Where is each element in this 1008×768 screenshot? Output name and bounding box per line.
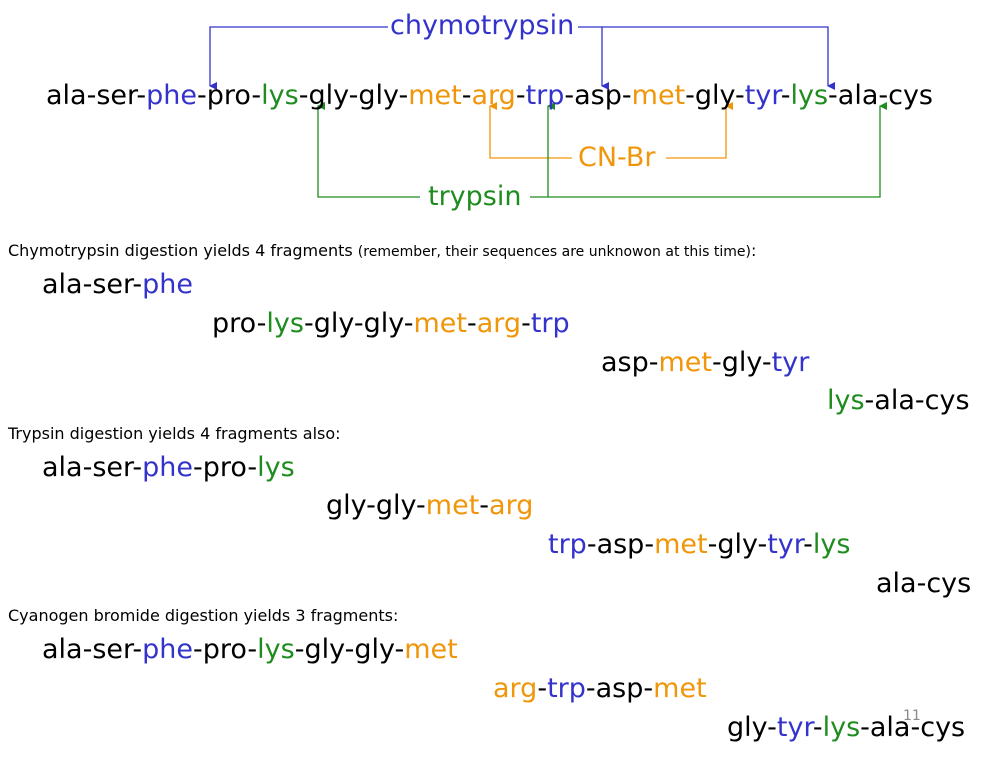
sequence-segment: tyr	[744, 80, 781, 111]
chymotrypsin-heading-end: :	[750, 241, 757, 260]
sequence-segment: lys	[257, 634, 295, 665]
sequence-segment: -pro-	[193, 452, 258, 483]
sequence-segment: tyr	[767, 529, 804, 560]
sequence-segment: trp	[548, 529, 587, 560]
sequence-segment: met	[653, 673, 707, 704]
sequence-segment: -gly-	[707, 529, 768, 560]
sequence-segment: -gly-	[685, 80, 745, 111]
sequence-segment: trp	[530, 308, 570, 339]
sequence-segment: -gly-gly-	[294, 634, 405, 665]
sequence-segment: ala-ser-	[42, 452, 143, 483]
sequence-segment: tyr	[771, 347, 810, 378]
sequence-segment: -ala-cys	[828, 80, 933, 111]
sequence-segment: arg	[493, 673, 538, 704]
sequence-segment: ala-ser-	[42, 634, 143, 665]
sequence-segment: lys	[812, 529, 851, 560]
sequence-segment: -gly-	[712, 347, 772, 378]
sequence-segment: lys	[822, 712, 861, 743]
sequence-segment: -	[467, 308, 477, 339]
sequence-segment: tyr	[776, 712, 813, 743]
chymotrypsin-arrow-tyr	[602, 26, 835, 90]
sequence-segment: phe	[142, 452, 194, 483]
chymotrypsin-fragment-2: pro-lys-gly-gly-met-arg-trp	[212, 308, 570, 340]
sequence-segment: met	[631, 80, 686, 111]
page-number: 11	[903, 708, 921, 724]
sequence-segment: -asp-	[585, 673, 654, 704]
sequence-segment: ala-ser-	[46, 80, 147, 111]
sequence-segment: ala-ser-	[42, 269, 143, 300]
sequence-segment: trp	[547, 673, 586, 704]
full-sequence: ala-ser-phe-pro-lys-gly-gly-met-arg-trp-…	[46, 80, 933, 112]
chymotrypsin-arrow-phe	[209, 26, 388, 90]
sequence-segment: -	[521, 308, 531, 339]
sequence-segment: -	[461, 80, 472, 111]
sequence-segment: met	[654, 529, 708, 560]
cnbr-arrow-met2	[666, 102, 733, 159]
sequence-segment: -pro-	[197, 80, 262, 111]
cnbr-arrow-met1	[489, 102, 572, 159]
sequence-segment: -ala-cys	[864, 385, 970, 416]
chymotrypsin-label: chymotrypsin	[390, 10, 575, 41]
sequence-segment: -gly-gly-	[303, 308, 414, 339]
sequence-segment: lys	[827, 385, 865, 416]
sequence-segment: pro-	[212, 308, 267, 339]
cnbr-fragment-2: arg-trp-asp-met	[493, 673, 707, 705]
chymotrypsin-arrow-trp	[578, 26, 609, 90]
sequence-segment: -	[803, 529, 813, 560]
cnbr-heading: Cyanogen bromide digestion yields 3 frag…	[8, 606, 399, 625]
sequence-segment: -	[515, 80, 526, 111]
trypsin-fragment-4: ala-cys	[876, 568, 971, 600]
chymotrypsin-heading-note: (remember, their sequences are unknowon …	[357, 244, 751, 260]
trypsin-fragment-1: ala-ser-phe-pro-lys	[42, 452, 295, 484]
cnbr-label: CN-Br	[578, 142, 656, 173]
sequence-segment: phe	[142, 634, 194, 665]
chymotrypsin-fragment-4: lys-ala-cys	[827, 385, 970, 417]
sequence-segment: -	[479, 490, 490, 521]
sequence-segment: -	[780, 80, 791, 111]
sequence-segment: lys	[261, 80, 299, 111]
sequence-segment: -	[812, 712, 823, 743]
trypsin-label: trypsin	[428, 181, 522, 212]
sequence-segment: trp	[525, 80, 565, 111]
sequence-segment: -asp-	[586, 529, 655, 560]
cnbr-fragment-3: gly-tyr-lys-ala-cys	[727, 712, 965, 744]
chymotrypsin-fragment-3: asp-met-gly-tyr	[601, 347, 809, 379]
sequence-segment: gly-gly-	[326, 490, 426, 521]
chymotrypsin-heading-main: Chymotrypsin digestion yields 4 fragment…	[8, 241, 358, 260]
sequence-segment: lys	[790, 80, 829, 111]
sequence-segment: -gly-gly-	[298, 80, 409, 111]
sequence-segment: phe	[142, 269, 194, 300]
sequence-segment: met	[658, 347, 713, 378]
sequence-segment: lys	[257, 452, 295, 483]
sequence-segment: ala-cys	[876, 568, 972, 599]
trypsin-fragment-3: trp-asp-met-gly-tyr-lys	[548, 529, 850, 561]
chymotrypsin-fragment-1: ala-ser-phe	[42, 269, 193, 301]
sequence-segment: -ala-cys	[860, 712, 966, 743]
trypsin-arrow-lys1	[317, 102, 420, 198]
sequence-segment: -	[537, 673, 548, 704]
sequence-segment: arg	[489, 490, 534, 521]
sequence-segment: gly-	[727, 712, 777, 743]
trypsin-heading: Trypsin digestion yields 4 fragments als…	[8, 424, 341, 443]
sequence-segment: arg	[476, 308, 522, 339]
cnbr-fragment-1: ala-ser-phe-pro-lys-gly-gly-met	[42, 634, 458, 666]
trypsin-fragment-2: gly-gly-met-arg	[326, 490, 533, 522]
sequence-segment: met	[404, 634, 458, 665]
sequence-segment: lys	[266, 308, 304, 339]
sequence-segment: -asp-	[564, 80, 632, 111]
chymotrypsin-heading: Chymotrypsin digestion yields 4 fragment…	[8, 241, 756, 262]
sequence-segment: -pro-	[193, 634, 258, 665]
sequence-segment: met	[425, 490, 480, 521]
sequence-segment: arg	[471, 80, 516, 111]
trypsin-arrow-lys2	[530, 102, 887, 198]
sequence-segment: met	[413, 308, 468, 339]
sequence-segment: met	[408, 80, 462, 111]
sequence-segment: phe	[146, 80, 198, 111]
sequence-segment: asp-	[601, 347, 659, 378]
